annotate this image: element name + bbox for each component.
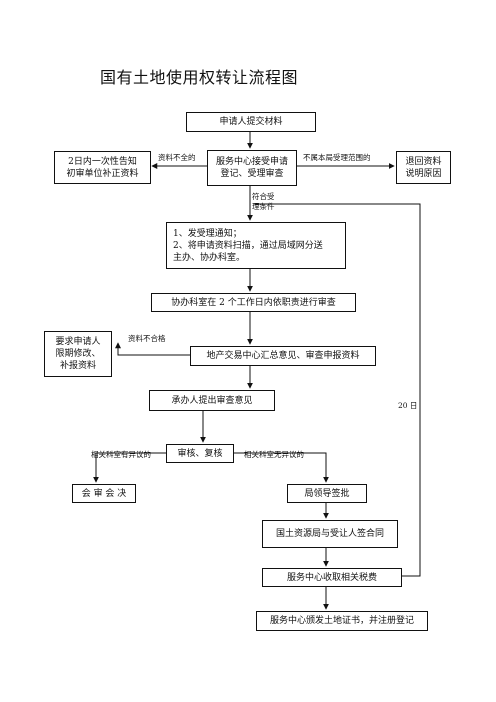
node-notify-supplement: 2日内一次性告知 初审单位补正资料	[54, 151, 151, 184]
arrow-audit-to-leader	[234, 452, 329, 483]
page-title: 国有土地使用权转让流程图	[100, 68, 299, 87]
arrow-summary-to-revise	[115, 342, 190, 356]
node-summary: 地产交易中心汇总意见、审查申报资料	[190, 346, 376, 366]
node-leader-sign: 局领导签批	[287, 484, 367, 503]
node-issue-notice: 1、发受理通知； 2、将申请资料扫描，通过局域网分送 主办、协办科室。	[166, 222, 346, 269]
node-submit: 申请人提交材料	[186, 112, 316, 132]
label-objection: 相关科室有异议的	[91, 450, 151, 459]
node-return-materials-text: 退回资料 说明原因	[405, 156, 442, 179]
label-no-objection: 相关科室无异议的	[244, 450, 304, 459]
node-opinion: 承办人提出审查意见	[149, 390, 275, 411]
node-audit: 审核、复核	[166, 444, 234, 463]
node-issue-cert: 服务中心颁发土地证书，并注册登记	[256, 611, 428, 631]
node-issue-notice-text: 1、发受理通知； 2、将申请资料扫描，通过局域网分送 主办、协办科室。	[173, 228, 323, 263]
label-incomplete: 资料不全的	[158, 153, 196, 162]
node-meeting: 会 审 会 决	[72, 484, 136, 503]
label-unqualified: 资料不合格	[128, 334, 166, 343]
node-notify-supplement-text: 2日内一次性告知 初审单位补正资料	[66, 156, 139, 179]
label-qualified-text: 符合受 理条件	[252, 192, 275, 211]
node-accept-review: 服务中心接受申请 登记、受理审查	[207, 150, 297, 186]
node-contract: 国土资源局与受让人签合同	[262, 520, 398, 548]
node-request-revise-text: 要求申请人 限期修改、 补报资料	[55, 337, 101, 371]
node-collect-tax: 服务中心收取相关税费	[262, 568, 402, 587]
node-request-revise: 要求申请人 限期修改、 补报资料	[44, 331, 112, 377]
node-co-review: 协办科室在 2 个工作日内依职责进行审查	[151, 293, 356, 312]
label-twenty-days: 20 日	[398, 401, 418, 410]
node-accept-review-text: 服务中心接受申请 登记、受理审查	[215, 157, 288, 179]
label-qualified: 符合受 理条件	[252, 192, 275, 212]
arrow-audit-to-meeting	[93, 452, 166, 483]
node-return-materials: 退回资料 说明原因	[396, 151, 451, 184]
label-out-of-scope: 不属本局受理范围的	[303, 153, 371, 162]
twenty-day-loop	[254, 203, 421, 577]
